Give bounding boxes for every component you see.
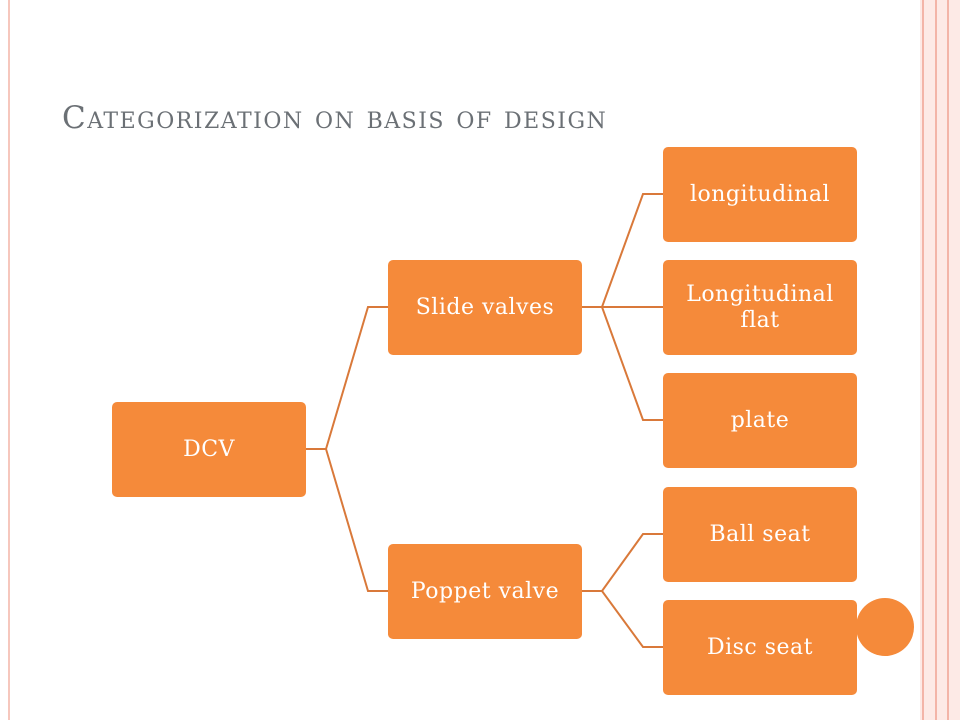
right-frame-line bbox=[947, 0, 949, 720]
node-ball-seat: Ball seat bbox=[663, 487, 857, 582]
node-plate: plate bbox=[663, 373, 857, 468]
right-frame-line bbox=[935, 0, 937, 720]
node-dcv: DCV bbox=[112, 402, 306, 497]
decorative-circle bbox=[856, 598, 914, 656]
connector-dcv-poppet bbox=[306, 448, 388, 592]
connector-slide-plate bbox=[582, 306, 663, 421]
node-ball-seat-label: Ball seat bbox=[709, 521, 811, 547]
node-longitudinal: longitudinal bbox=[663, 147, 857, 242]
node-poppet-valve: Poppet valve bbox=[388, 544, 582, 639]
right-frame-line bbox=[922, 0, 924, 720]
left-frame-line bbox=[8, 0, 10, 720]
connector-slide-longitudinal bbox=[582, 193, 663, 308]
connector-dcv-slide bbox=[306, 306, 388, 450]
connector-poppet-disc bbox=[582, 590, 663, 648]
node-disc-seat: Disc seat bbox=[663, 600, 857, 695]
node-slide-valves: Slide valves bbox=[388, 260, 582, 355]
node-longitudinal-flat-label: Longitudinal flat bbox=[686, 281, 834, 333]
node-slide-valves-label: Slide valves bbox=[415, 294, 555, 320]
node-plate-label: plate bbox=[730, 407, 790, 433]
node-longitudinal-flat: Longitudinal flat bbox=[663, 260, 857, 355]
slide-title: Categorization on basis of design bbox=[62, 100, 608, 136]
node-poppet-valve-label: Poppet valve bbox=[410, 578, 560, 604]
connector-poppet-ball bbox=[582, 533, 663, 592]
node-dcv-label: DCV bbox=[183, 436, 235, 462]
right-frame-band bbox=[920, 0, 960, 720]
node-disc-seat-label: Disc seat bbox=[706, 634, 814, 660]
node-longitudinal-label: longitudinal bbox=[689, 181, 831, 207]
